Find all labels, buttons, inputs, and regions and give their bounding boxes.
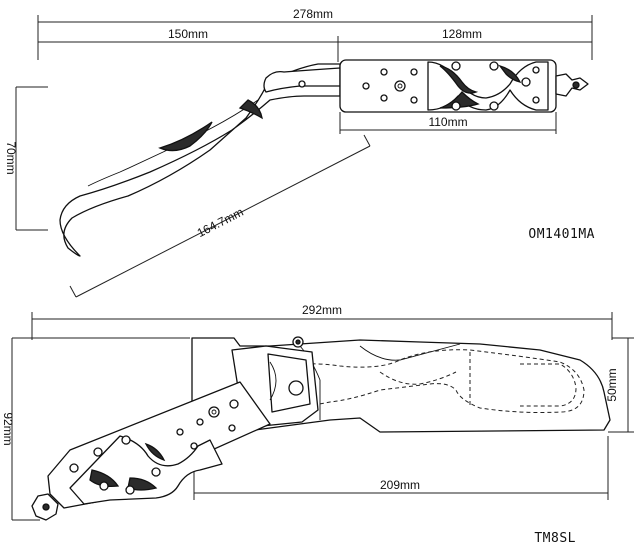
dim-overall-length-bottom: 292mm	[31, 303, 613, 340]
pommel-top	[555, 73, 589, 97]
model-label-om1401ma: OM1401MA	[528, 227, 595, 242]
diagonal-label: 164.7mm	[195, 205, 246, 240]
dim-grip-length: 110mm	[339, 112, 557, 134]
handle-length-label: 128mm	[442, 27, 482, 41]
height-label-bottom: 92mm	[1, 412, 15, 445]
hook-blade	[59, 63, 341, 257]
model-label-tm8sl: TM8SL	[534, 531, 576, 546]
dim-diagonal: 164.7mm	[69, 134, 371, 298]
overall-length-label: 278mm	[293, 7, 333, 21]
dim-blade-handle: 150mm 128mm	[38, 27, 592, 62]
blade-length-label: 150mm	[168, 27, 208, 41]
dim-height-bottom: 92mm	[1, 337, 190, 521]
handle-top	[339, 59, 557, 113]
dim-overall-length-top: 278mm	[37, 7, 593, 60]
pommel-bottom	[31, 493, 59, 521]
handle-bottom	[47, 381, 271, 509]
blade-length-label-bottom: 209mm	[380, 478, 420, 492]
height-label-top: 70mm	[4, 141, 18, 174]
blade-height-label: 50mm	[605, 368, 619, 401]
overall-length-label-bottom: 292mm	[302, 303, 342, 317]
knife-om1401ma: 278mm 150mm 128mm 110mm 70mm	[4, 7, 595, 298]
grip-length-label: 110mm	[428, 115, 467, 129]
dim-blade-height: 50mm	[605, 337, 634, 433]
knife-tm8sl: 292mm 92mm 50mm 209mm	[1, 303, 634, 546]
dim-height-top: 70mm	[4, 86, 48, 231]
dim-blade-length: 209mm	[193, 436, 609, 500]
